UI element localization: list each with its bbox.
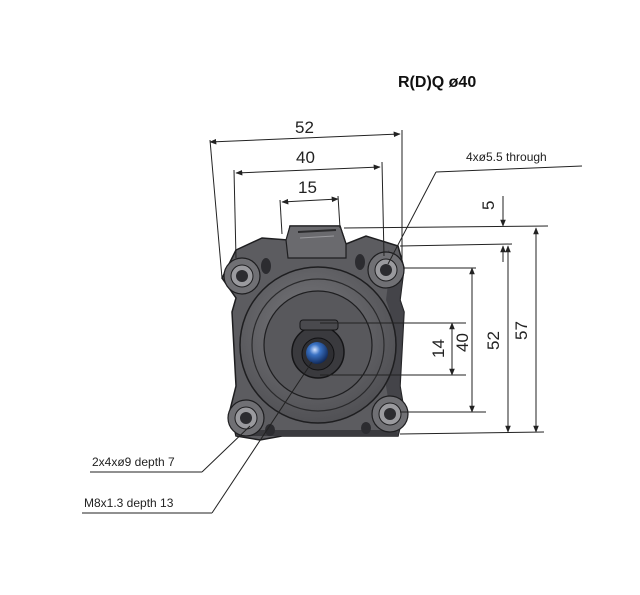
- drawing-title: R(D)Q ø40: [398, 74, 476, 91]
- dim-height-total: 57: [512, 321, 531, 340]
- dim-bore-dia: 40: [453, 333, 472, 352]
- through-hole-top-right: [367, 251, 405, 289]
- note-counterbores: 2x4xø9 depth 7: [92, 455, 175, 469]
- dim-height-bore: 52: [484, 331, 503, 350]
- dim-width-bore: 40: [296, 148, 315, 167]
- note-rod-thread: M8x1.3 depth 13: [84, 496, 174, 510]
- dim-rod-dia: 14: [429, 339, 448, 358]
- cylinder-body: [221, 225, 409, 441]
- note-through-holes: 4xø5.5 through: [466, 150, 547, 164]
- dim-width-outer: 52: [295, 118, 314, 137]
- counterbore-bottom-right: [371, 395, 409, 433]
- through-hole-top-left: [223, 257, 261, 295]
- dim-height-top-offset: 5: [479, 201, 498, 210]
- dim-width-boss: 15: [298, 178, 317, 197]
- counterbore-bottom-left: [227, 399, 265, 437]
